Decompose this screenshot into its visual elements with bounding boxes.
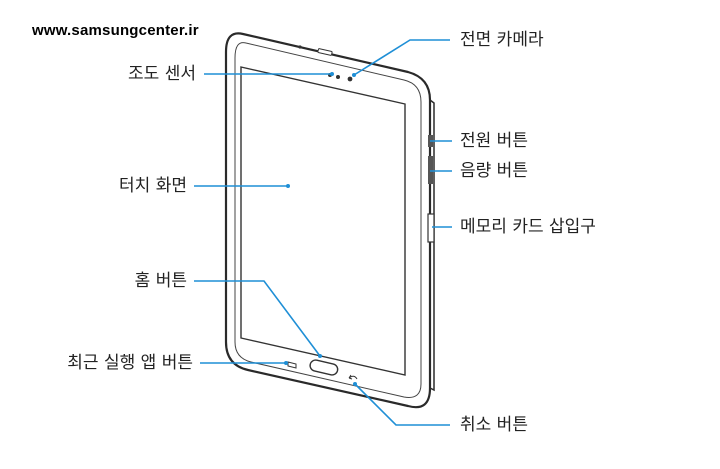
label-home-button: 홈 버튼 — [134, 271, 187, 291]
leader-endpoints — [284, 72, 357, 386]
label-power-button: 전원 버튼 — [460, 131, 528, 151]
label-memory-card-slot: 메모리 카드 삽입구 — [460, 217, 596, 237]
label-touch-screen: 터치 화면 — [119, 176, 187, 196]
leader-front-camera — [353, 39, 450, 76]
leader-home-button — [194, 280, 321, 357]
label-light-sensor: 조도 센서 — [128, 64, 196, 84]
top-port — [317, 48, 333, 56]
touch-screen-area — [240, 66, 406, 376]
label-front-camera: 전면 카메라 — [460, 30, 544, 50]
home-button-key — [309, 359, 339, 376]
sensor-dot-2 — [336, 75, 340, 79]
label-volume-button: 음량 버튼 — [460, 161, 528, 181]
leader-back-button — [354, 383, 450, 426]
tablet-bezel — [234, 42, 422, 398]
tablet-side-edge — [429, 99, 435, 392]
back-icon — [348, 374, 358, 380]
leader-lines — [194, 39, 452, 426]
watermark: www.samsungcenter.ir — [32, 22, 199, 39]
volume-button-key — [428, 156, 433, 184]
label-recent-apps-button: 최근 실행 앱 버튼 — [67, 353, 193, 373]
label-back-button: 취소 버튼 — [460, 415, 528, 435]
recent-apps-icon — [287, 361, 297, 369]
top-mic-hole — [298, 45, 302, 49]
front-camera-lens — [347, 76, 353, 82]
memory-card-slot-tray — [427, 213, 435, 243]
